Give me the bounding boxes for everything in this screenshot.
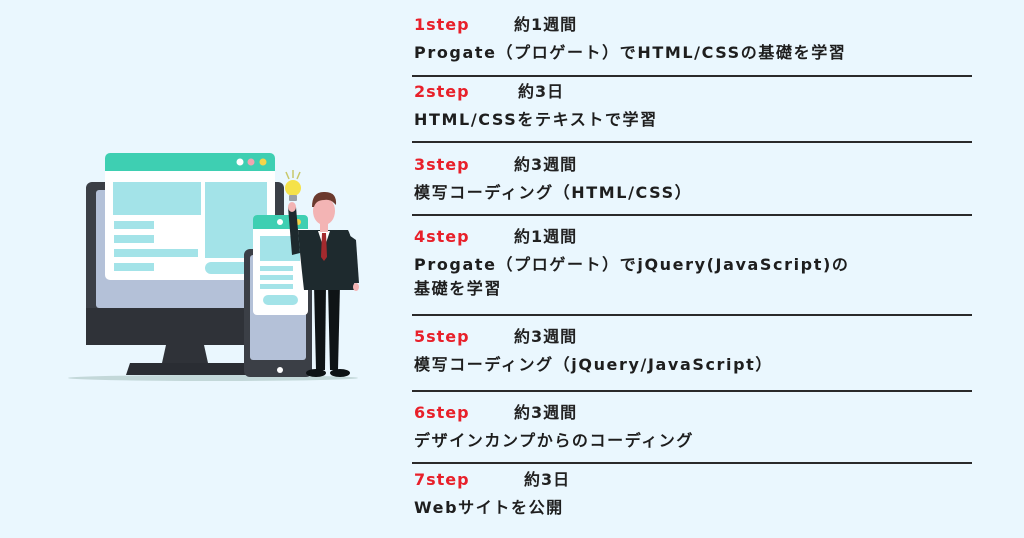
step-label: 3step: [414, 155, 470, 174]
divider: [412, 314, 972, 316]
step-description: Webサイトを公開: [414, 498, 564, 517]
step-item: 1step 約1週間 Progate（プロゲート）でHTML/CSSの基礎を学習: [412, 14, 972, 75]
step-description: Progate（プロゲート）でHTML/CSSの基礎を学習: [414, 43, 847, 62]
step-duration: 約3日: [518, 82, 565, 101]
businessman-icon: [288, 191, 359, 377]
step-duration: 約3日: [524, 470, 571, 489]
lightbulb-icon: [285, 170, 301, 201]
divider: [412, 141, 972, 143]
web-dev-illustration: [68, 145, 368, 390]
step-description: 模写コーディング（HTML/CSS）: [414, 183, 693, 202]
step-description: 模写コーディング（jQuery/JavaScript）: [414, 355, 774, 374]
step-duration: 約1週間: [514, 227, 578, 246]
step-label: 4step: [414, 227, 470, 246]
step-duration: 約1週間: [514, 15, 578, 34]
step-duration: 約3週間: [514, 327, 578, 346]
step-item: 7step 約3日 Webサイトを公開: [412, 464, 972, 528]
step-label: 7step: [414, 470, 470, 489]
divider: [412, 390, 972, 392]
step-item: 2step 約3日 HTML/CSSをテキストで学習: [412, 77, 972, 141]
steps-list: 1step 約1週間 Progate（プロゲート）でHTML/CSSの基礎を学習…: [412, 14, 972, 528]
browser-window-icon: [105, 153, 275, 280]
step-item: 5step 約3週間 模写コーディング（jQuery/JavaScript）: [412, 316, 972, 390]
step-description: HTML/CSSをテキストで学習: [414, 110, 658, 129]
step-label: 2step: [414, 82, 470, 101]
step-description: デザインカンプからのコーディング: [414, 431, 695, 450]
step-label: 6step: [414, 403, 470, 422]
step-label: 1step: [414, 15, 470, 34]
divider: [412, 214, 972, 216]
step-duration: 約3週間: [514, 155, 578, 174]
step-item: 4step 約1週間 Progate（プロゲート）でjQuery(JavaScr…: [412, 216, 972, 314]
step-item: 3step 約3週間 模写コーディング（HTML/CSS）: [412, 143, 972, 214]
divider: [412, 75, 972, 77]
step-description: Progate（プロゲート）でjQuery(JavaScript)の 基礎を学習: [414, 255, 850, 298]
step-label: 5step: [414, 327, 470, 346]
step-item: 6step 約3週間 デザインカンプからのコーディング: [412, 392, 972, 462]
divider: [412, 462, 972, 464]
step-duration: 約3週間: [514, 403, 578, 422]
